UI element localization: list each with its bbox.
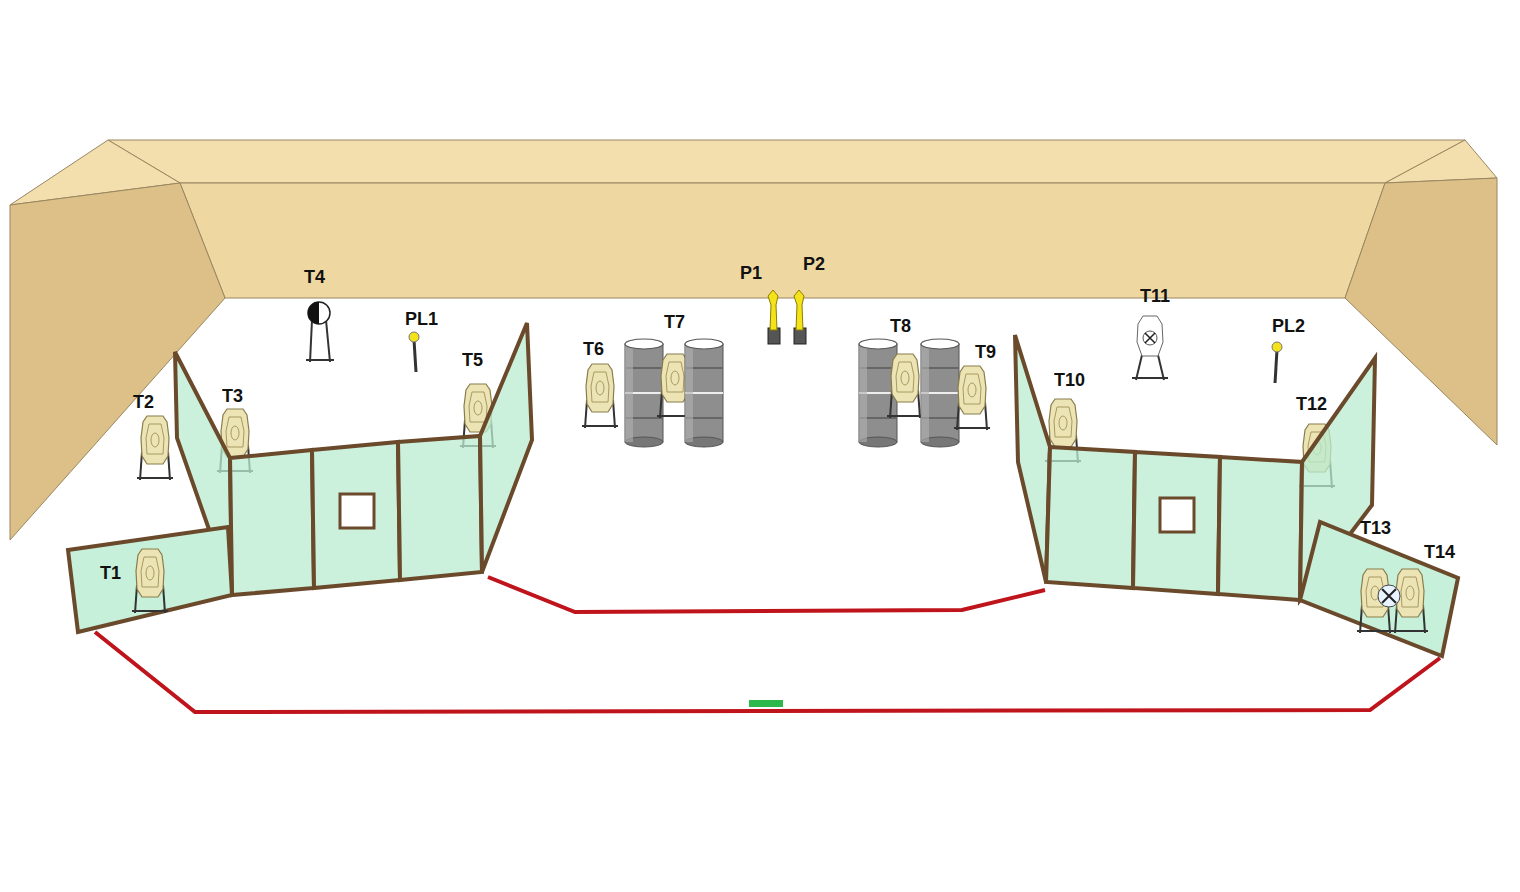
target-leg xyxy=(310,320,312,362)
wall-panel xyxy=(68,527,232,632)
popper-P2 xyxy=(794,290,806,344)
fault-line xyxy=(488,577,1045,612)
steel-plate xyxy=(409,332,419,342)
target-label: T14 xyxy=(1424,543,1455,561)
target-label: T5 xyxy=(462,351,483,369)
target-T8 xyxy=(887,354,923,418)
no-shoot-target xyxy=(1137,316,1163,356)
barrel xyxy=(685,339,723,447)
start-position xyxy=(749,700,783,707)
target-label: T2 xyxy=(133,393,154,411)
target-label: T4 xyxy=(304,268,325,286)
plate-PL1 xyxy=(409,332,419,372)
target-label: PL2 xyxy=(1272,317,1305,335)
target-label: T8 xyxy=(890,317,911,335)
wall-panel xyxy=(230,450,314,595)
target-label: P2 xyxy=(803,255,825,273)
target-black-half xyxy=(308,302,319,324)
wall-panel xyxy=(1046,447,1135,588)
target-base xyxy=(306,359,334,361)
plate-post xyxy=(1275,350,1277,383)
berm-top xyxy=(1385,140,1497,183)
target-T6 xyxy=(582,364,618,428)
berm-top xyxy=(108,140,1465,183)
target-label: T3 xyxy=(222,387,243,405)
target-label: T10 xyxy=(1054,371,1085,389)
steel-plate xyxy=(1272,342,1282,352)
wall-panel xyxy=(398,436,482,580)
back-berm xyxy=(180,183,1385,298)
target-label: T12 xyxy=(1296,395,1327,413)
target-label: T11 xyxy=(1140,287,1170,305)
no-shoot-cross xyxy=(1145,333,1155,343)
wall-port xyxy=(340,494,374,528)
target-face xyxy=(308,302,330,324)
wall-panel xyxy=(1300,522,1458,656)
wall-port xyxy=(1160,498,1194,532)
target-label: T9 xyxy=(975,343,996,361)
popper xyxy=(768,290,778,330)
plate-post xyxy=(414,340,416,372)
barrel xyxy=(921,339,959,447)
left-front-panel xyxy=(68,527,232,632)
popper xyxy=(794,290,804,330)
target-T1 xyxy=(132,549,168,613)
target-base xyxy=(1132,377,1168,379)
no-shoot-cross xyxy=(1382,589,1396,603)
target-label: PL1 xyxy=(405,310,438,328)
target-T11 xyxy=(1132,316,1168,380)
target-label: T1 xyxy=(100,564,121,582)
target-T4 xyxy=(306,302,334,362)
wall-panel xyxy=(312,442,400,588)
target-label: T6 xyxy=(583,340,604,358)
plate-PL2 xyxy=(1272,342,1282,383)
popper-P1 xyxy=(768,290,780,344)
wall-panel xyxy=(1015,335,1050,582)
target-leg xyxy=(326,320,330,362)
barrel xyxy=(625,339,663,447)
target-label: P1 xyxy=(740,264,762,282)
fault-line xyxy=(95,632,1440,712)
right-front-panel xyxy=(1300,522,1458,656)
target-label: T13 xyxy=(1360,519,1391,537)
wall-panel xyxy=(480,323,532,572)
target-leg xyxy=(1158,355,1164,380)
target-leg xyxy=(1136,355,1142,380)
target-T2 xyxy=(137,416,173,480)
no-shoot-ring xyxy=(1143,331,1157,345)
no-shoot-target xyxy=(1378,585,1400,607)
target-label: T7 xyxy=(664,313,685,331)
target-T9 xyxy=(954,366,990,430)
wall-panel xyxy=(1218,457,1302,600)
wall-panel xyxy=(1133,452,1220,594)
